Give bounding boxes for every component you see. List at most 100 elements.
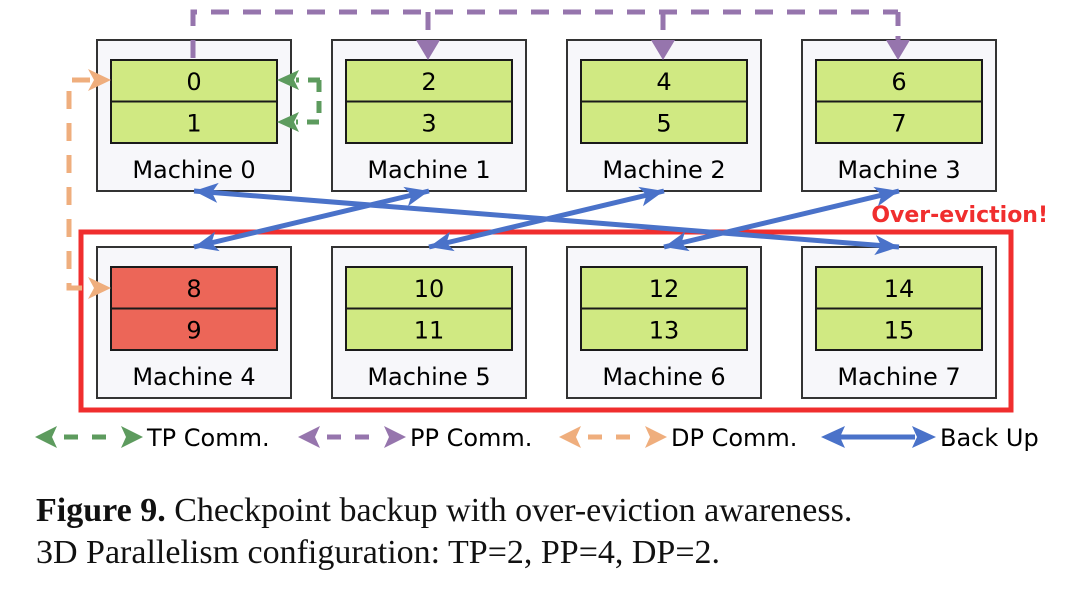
gpu-slot	[345, 59, 513, 103]
machine-label: Machine 5	[367, 363, 490, 391]
legend: TP Comm. PP Comm. DP Comm. Back Up	[35, 424, 1039, 452]
gpu-rank-label: 6	[891, 68, 906, 96]
gpu-rank-label: 10	[414, 275, 445, 303]
backup-arrowhead-icon	[664, 231, 690, 252]
gpu-rank-label: 12	[649, 275, 680, 303]
gpu-slot	[110, 307, 278, 351]
pp-arrowhead-icon	[886, 40, 910, 60]
gpu-rank-label: 3	[421, 110, 436, 138]
gpu-rank-label: 0	[186, 68, 201, 96]
machine-label: Machine 2	[602, 156, 725, 184]
legend-item-pp: PP Comm.	[298, 424, 532, 452]
dp-comm-lines	[66, 69, 111, 299]
gpu-slot	[580, 100, 748, 144]
dp-arrowhead-icon	[88, 69, 111, 91]
tp-comm-line	[296, 77, 322, 125]
backup-arrows	[193, 182, 900, 256]
gpu-slot	[815, 59, 983, 103]
backup-line	[663, 188, 900, 250]
machine-label: Machine 6	[602, 363, 725, 391]
tp-comm-lines	[277, 70, 322, 132]
gpu-slot	[580, 59, 748, 103]
machine-label: Machine 0	[132, 156, 255, 184]
machine-label: Machine 7	[837, 363, 960, 391]
gpu-rank-label: 4	[656, 68, 671, 96]
backup-arrowhead-icon	[429, 231, 455, 252]
gpu-rank-label: 14	[884, 275, 915, 303]
gpu-rank-label: 13	[649, 317, 680, 345]
gpu-rank-label: 8	[186, 275, 201, 303]
dp-arrowhead-icon	[88, 277, 111, 299]
dp-legend-right-arrow-icon	[645, 426, 667, 448]
gpu-rank-label: 2	[421, 68, 436, 96]
backup-arrowhead-icon	[638, 186, 664, 207]
gpu-slot	[110, 266, 278, 310]
caption-line-1: Figure 9. Checkpoint backup with over-ev…	[36, 490, 1076, 532]
caption-text-1: Checkpoint backup with over-eviction awa…	[165, 492, 853, 529]
backup-legend-left-arrow-icon	[821, 426, 845, 448]
gpu-slot	[815, 266, 983, 310]
backup-arrowhead-icon	[403, 186, 429, 207]
backup-line	[428, 188, 665, 250]
caption-line-2: 3D Parallelism configuration: TP=2, PP=4…	[36, 534, 721, 571]
machine-label: Machine 3	[837, 156, 960, 184]
gpu-slot	[345, 266, 513, 310]
backup-line	[193, 188, 430, 250]
figure-number: Figure 9.	[36, 492, 166, 529]
pp-legend-right-arrow-icon	[384, 426, 406, 448]
backup-arrowhead-icon	[873, 186, 899, 207]
gpu-rank-label: 11	[414, 317, 445, 345]
dp-comm-line	[66, 77, 90, 291]
tp-arrowhead-icon	[277, 70, 299, 90]
backup-arrowhead-icon	[194, 231, 220, 252]
machine-label: Machine 4	[132, 363, 255, 391]
legend-item-backup: Back Up	[821, 424, 1039, 452]
tp-arrowhead-icon	[277, 112, 299, 132]
gpu-rank-label: 1	[186, 110, 201, 138]
backup-legend-right-arrow-icon	[912, 426, 936, 448]
legend-item-dp: DP Comm.	[559, 424, 797, 452]
legend-item-tp: TP Comm.	[35, 424, 270, 452]
gpu-rank-label: 9	[186, 317, 201, 345]
gpu-slot	[580, 307, 748, 351]
tp-legend-left-arrow-icon	[35, 426, 57, 448]
dp-legend-left-arrow-icon	[559, 426, 581, 448]
pp-legend-left-arrow-icon	[298, 426, 320, 448]
pp-arrowhead-icon	[416, 40, 440, 60]
gpu-slot	[345, 307, 513, 351]
legend-label-pp: PP Comm.	[410, 424, 532, 452]
gpu-rank-label: 7	[891, 110, 906, 138]
gpu-slot	[345, 100, 513, 144]
backup-arrow	[428, 186, 665, 252]
gpu-slot	[110, 100, 278, 144]
gpu-slot	[815, 100, 983, 144]
pp-comm-line	[190, 9, 898, 58]
backup-arrow	[663, 186, 900, 252]
gpu-rank-label: 5	[656, 110, 671, 138]
legend-label-backup: Back Up	[940, 424, 1039, 452]
over-eviction-region	[78, 229, 1014, 413]
legend-label-dp: DP Comm.	[671, 424, 797, 452]
tp-legend-right-arrow-icon	[121, 426, 143, 448]
pp-comm-lines	[190, 9, 910, 60]
figure-caption: Figure 9. Checkpoint backup with over-ev…	[36, 490, 1076, 574]
backup-arrowhead-icon	[194, 182, 219, 203]
pp-arrowhead-icon	[651, 40, 675, 60]
gpu-slot	[815, 307, 983, 351]
over-eviction-label: Over-eviction!	[871, 203, 1048, 228]
gpu-rank-label: 15	[884, 317, 915, 345]
backup-arrow	[193, 186, 430, 252]
legend-label-tp: TP Comm.	[146, 424, 270, 452]
backup-arrowhead-icon	[874, 235, 899, 256]
machine-label: Machine 1	[367, 156, 490, 184]
